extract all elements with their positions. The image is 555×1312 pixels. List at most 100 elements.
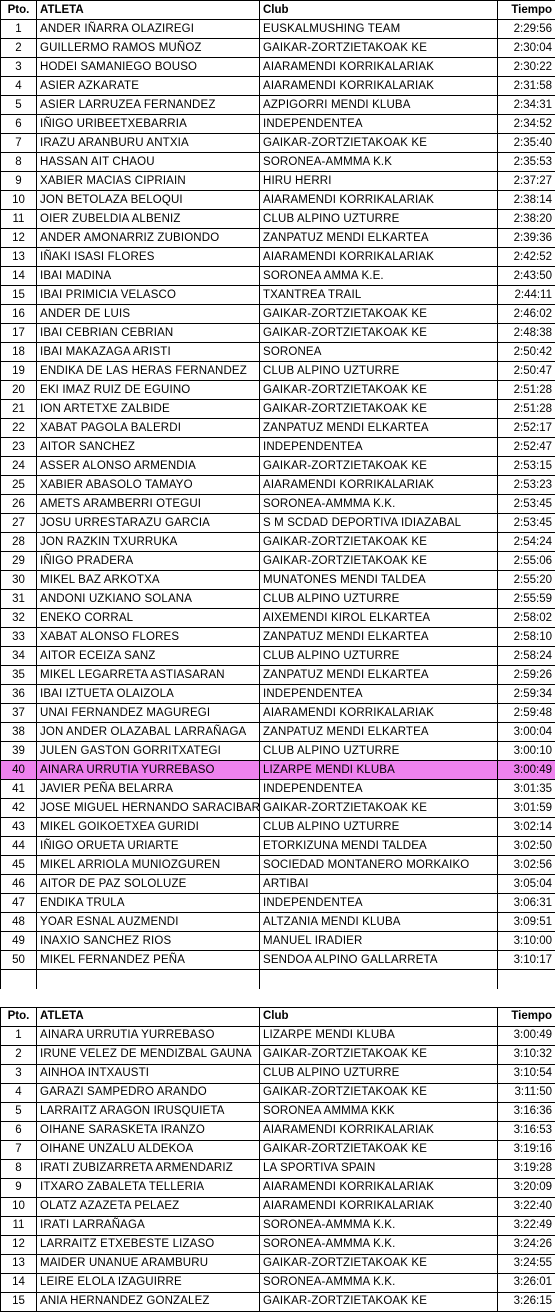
cell-club: TXANTREA TRAIL: [260, 286, 498, 305]
cell-athlete: ANDONI UZKIANO SOLANA: [37, 590, 260, 609]
cell-athlete: ANDER DE LUIS: [37, 305, 260, 324]
cell-club: ZANPATUZ MENDI ELKARTEA: [260, 628, 498, 647]
header-athlete: ATLETA: [37, 1007, 260, 1026]
cell-club: ZANPATUZ MENDI ELKARTEA: [260, 419, 498, 438]
cell-club: GAIKAR-ZORTZIETAKOAK KE: [260, 799, 498, 818]
cell-athlete: OIHANE SARASKETA IRANZO: [37, 1121, 260, 1140]
section-spacer: [1, 970, 555, 989]
cell-pos: 22: [1, 419, 37, 438]
cell-athlete: ANDER IÑARRA OLAZIREGI: [37, 20, 260, 39]
cell-time: 3:16:53: [498, 1121, 555, 1140]
cell-athlete: MIKEL BAZ ARKOTXA: [37, 571, 260, 590]
cell-club: GAIKAR-ZORTZIETAKOAK KE: [260, 305, 498, 324]
women-header-row: Pto. ATLETA Club Tiempo: [1, 1007, 555, 1026]
cell-club: SORONEA AMMA K.E.: [260, 267, 498, 286]
cell-club: GAIKAR-ZORTZIETAKOAK KE: [260, 1045, 498, 1064]
cell-pos: 9: [1, 1178, 37, 1197]
cell-pos: 32: [1, 609, 37, 628]
cell-time: 3:06:31: [498, 894, 555, 913]
cell-pos: 7: [1, 134, 37, 153]
cell-pos: 33: [1, 628, 37, 647]
cell-athlete: IRATI ZUBIZARRETA ARMENDARIZ: [37, 1159, 260, 1178]
cell-pos: 50: [1, 951, 37, 970]
cell-athlete: IRAZU ARANBURU ANTXIA: [37, 134, 260, 153]
cell-pos: 11: [1, 1216, 37, 1235]
cell-time: 3:11:50: [498, 1083, 555, 1102]
cell-pos: 10: [1, 191, 37, 210]
cell-club: INDEPENDENTEA: [260, 780, 498, 799]
cell-athlete: ENDIKA DE LAS HERAS FERNANDEZ: [37, 362, 260, 381]
cell-pos: 7: [1, 1140, 37, 1159]
cell-athlete: XABIER ABASOLO TAMAYO: [37, 476, 260, 495]
cell-time: 2:52:47: [498, 438, 555, 457]
cell-time: 2:53:45: [498, 514, 555, 533]
cell-athlete: ANIA HERNANDEZ GONZALEZ: [37, 1292, 260, 1311]
cell-time: 3:00:04: [498, 723, 555, 742]
cell-pos: 48: [1, 913, 37, 932]
cell-club: GAIKAR-ZORTZIETAKOAK KE: [260, 1140, 498, 1159]
cell-club: CLUB ALPINO UZTURRE: [260, 590, 498, 609]
cell-athlete: IBAI CEBRIAN CEBRIAN: [37, 324, 260, 343]
cell-athlete: IÑIGO PRADERA: [37, 552, 260, 571]
cell-time: 3:00:10: [498, 742, 555, 761]
cell-time: 2:59:26: [498, 666, 555, 685]
cell-athlete: INAXIO SANCHEZ RIOS: [37, 932, 260, 951]
cell-pos: 6: [1, 115, 37, 134]
cell-club: ARTIBAI: [260, 875, 498, 894]
cell-time: 2:54:24: [498, 533, 555, 552]
cell-athlete: MAIDER UNANUE ARAMBURU: [37, 1254, 260, 1273]
cell-club: SORONEA-AMMMA K.K: [260, 153, 498, 172]
cell-club: INDEPENDENTEA: [260, 894, 498, 913]
cell-athlete: JOSU URRESTARAZU GARCIA: [37, 514, 260, 533]
cell-pos: 42: [1, 799, 37, 818]
cell-pos: 18: [1, 343, 37, 362]
cell-athlete: IBAI PRIMICIA VELASCO: [37, 286, 260, 305]
cell-pos: 15: [1, 286, 37, 305]
cell-pos: 23: [1, 438, 37, 457]
cell-athlete: GARAZI SAMPEDRO ARANDO: [37, 1083, 260, 1102]
cell-pos: 17: [1, 324, 37, 343]
cell-club: GAIKAR-ZORTZIETAKOAK KE: [260, 457, 498, 476]
cell-club: SORONEA-AMMMA K.K.: [260, 1216, 498, 1235]
header-pos: Pto.: [1, 1, 37, 20]
cell-time: 3:10:54: [498, 1064, 555, 1083]
cell-time: 2:30:04: [498, 39, 555, 58]
cell-athlete: OIHANE UNZALU ALDEKOA: [37, 1140, 260, 1159]
cell-athlete: JULEN GASTON GORRITXATEGI: [37, 742, 260, 761]
cell-time: 3:09:51: [498, 913, 555, 932]
cell-time: 3:10:00: [498, 932, 555, 951]
cell-time: 2:48:38: [498, 324, 555, 343]
cell-athlete: IBAI MADINA: [37, 267, 260, 286]
cell-pos: 49: [1, 932, 37, 951]
cell-athlete: AINARA URRUTIA YURREBASO: [37, 761, 260, 780]
cell-athlete: AITOR DE PAZ SOLOLUZE: [37, 875, 260, 894]
cell-club: LIZARPE MENDI KLUBA: [260, 1026, 498, 1045]
cell-athlete: AMETS ARAMBERRI OTEGUI: [37, 495, 260, 514]
cell-athlete: ASSER ALONSO ARMENDIA: [37, 457, 260, 476]
cell-club: AIARAMENDI KORRIKALARIAK: [260, 476, 498, 495]
cell-pos: 14: [1, 1273, 37, 1292]
cell-athlete: XABIER MACIAS CIPRIAIN: [37, 172, 260, 191]
cell-time: 2:58:24: [498, 647, 555, 666]
cell-time: 2:59:34: [498, 685, 555, 704]
